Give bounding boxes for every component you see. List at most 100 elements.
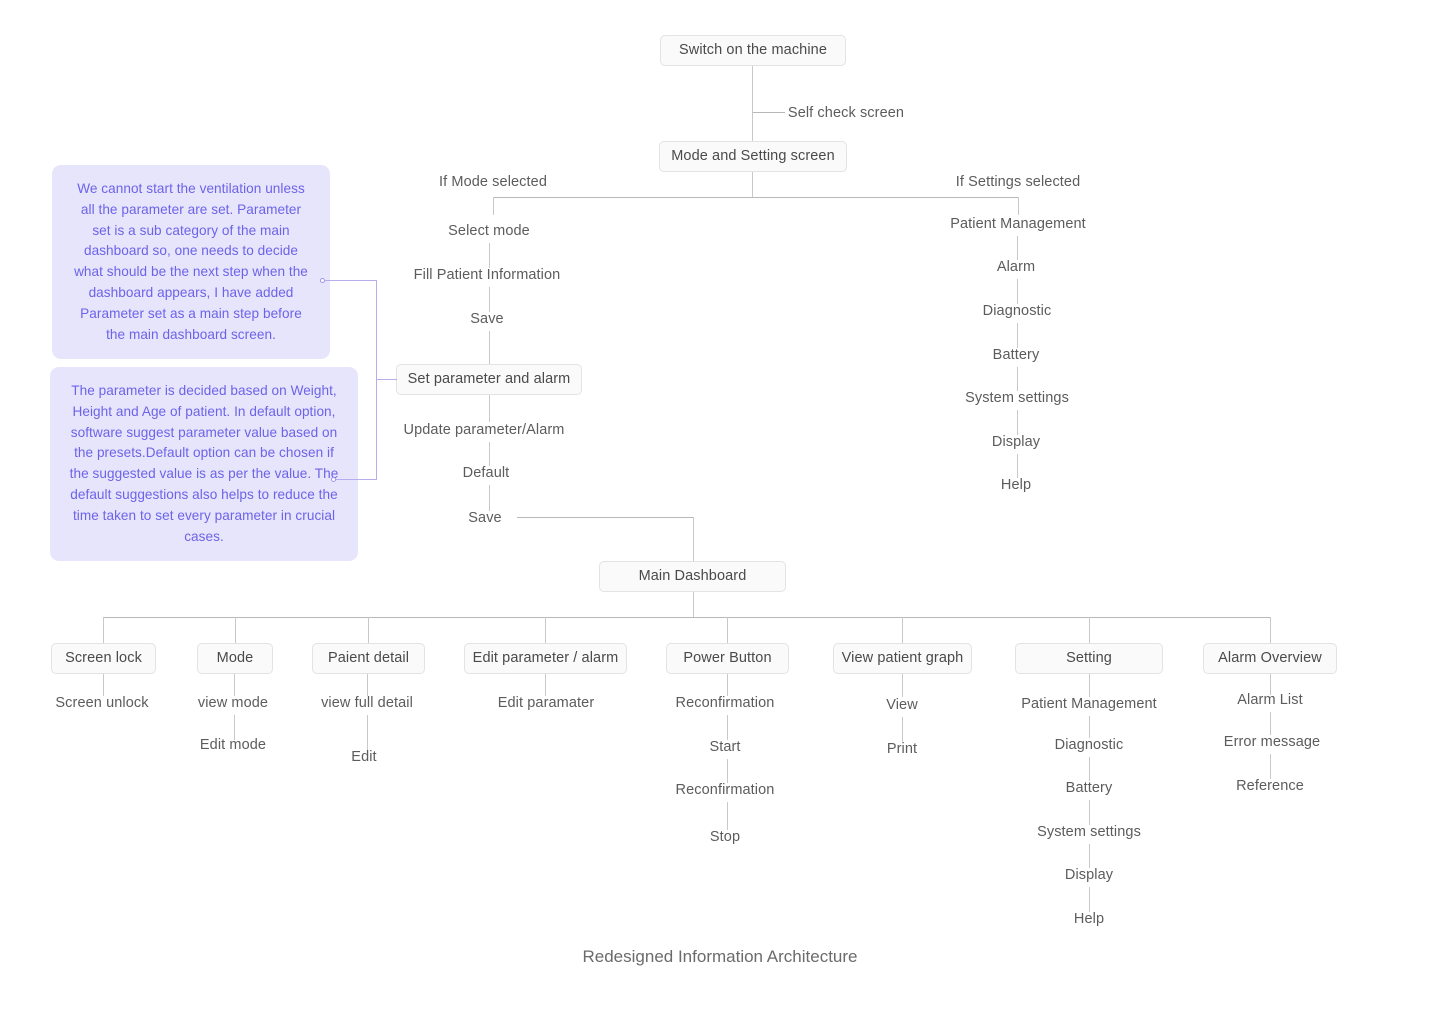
- node-mode-and-setting-screen[interactable]: Mode and Setting screen: [659, 141, 847, 172]
- connector-mode-2: [234, 715, 235, 740]
- connector-alarmoverview-3: [1270, 754, 1271, 779]
- node-view-patient-graph[interactable]: View patient graph: [833, 643, 972, 674]
- node-label: Power Button: [683, 650, 772, 667]
- connector-settings-3: [1017, 323, 1018, 348]
- note-default-presets: The parameter is decided based on Weight…: [50, 367, 358, 562]
- connector-save-to-dashboard-h: [517, 517, 694, 518]
- substep-setting-help: Help: [1073, 911, 1105, 927]
- connector-drop-mode: [235, 617, 236, 643]
- connector-paientdetail-1: [367, 674, 368, 696]
- edge-label-self-check-screen: Self check screen: [787, 105, 905, 121]
- connector-mode-1: [234, 674, 235, 696]
- node-label: Paient detail: [327, 650, 410, 667]
- edge-label-if-settings-selected: If Settings selected: [955, 174, 1081, 190]
- substep-print: Print: [886, 741, 918, 757]
- connector-setting-3: [1089, 757, 1090, 781]
- settings-step-display: Display: [991, 434, 1041, 450]
- connector-update-to-default: [489, 442, 490, 466]
- node-label: Mode: [216, 650, 254, 667]
- connector-drop-edit-parameter: [545, 617, 546, 643]
- node-main-dashboard[interactable]: Main Dashboard: [599, 561, 786, 592]
- step-update-parameter-alarm: Update parameter/Alarm: [403, 422, 565, 438]
- connector-bus-drop-left: [493, 197, 494, 215]
- substep-power-start: Start: [709, 739, 741, 755]
- connector-powerbutton-1: [727, 674, 728, 696]
- connector-drop-setting: [1089, 617, 1090, 643]
- connector-dashboard-bus: [103, 617, 1270, 618]
- note-text: We cannot start the ventilation unless a…: [74, 181, 308, 342]
- connector-save-to-setparameter: [489, 331, 490, 364]
- connector-settings-6: [1017, 454, 1018, 478]
- connector-powerbutton-4: [727, 802, 728, 830]
- notes-connector-trunk: [376, 280, 377, 480]
- step-fill-patient-information: Fill Patient Information: [413, 267, 561, 283]
- connector-setting-5: [1089, 844, 1090, 868]
- substep-error-message: Error message: [1223, 734, 1321, 750]
- connector-drop-screen-lock: [103, 617, 104, 643]
- settings-step-battery: Battery: [992, 347, 1040, 363]
- substep-reference: Reference: [1236, 778, 1304, 794]
- step-default: Default: [462, 465, 510, 481]
- node-label: Screen lock: [65, 650, 142, 667]
- connector-settings-5: [1017, 410, 1018, 435]
- connector-powerbutton-2: [727, 715, 728, 740]
- connector-modesetting-stem: [752, 172, 753, 197]
- node-screen-lock[interactable]: Screen lock: [51, 643, 156, 674]
- notes-connector-to-setparameter: [376, 379, 397, 380]
- connector-settings-2: [1017, 279, 1018, 304]
- node-label: Set parameter and alarm: [407, 371, 571, 388]
- node-setting[interactable]: Setting: [1015, 643, 1163, 674]
- connector-default-to-save: [489, 485, 490, 511]
- connector-editparameter-1: [545, 674, 546, 696]
- substep-setting-patient-management: Patient Management: [1021, 696, 1157, 712]
- diagram-caption: Redesigned Information Architecture: [582, 947, 858, 966]
- node-mode[interactable]: Mode: [197, 643, 273, 674]
- connector-drop-alarm-overview: [1270, 617, 1271, 643]
- substep-view-mode: view mode: [197, 695, 269, 711]
- settings-step-diagnostic: Diagnostic: [982, 303, 1052, 319]
- connector-selectmode-to-fillpatient: [489, 243, 490, 268]
- connector-drop-paient-detail: [368, 617, 369, 643]
- step-save-mode-branch: Save: [470, 311, 504, 327]
- connector-viewgraph-1: [902, 674, 903, 697]
- node-power-button[interactable]: Power Button: [666, 643, 789, 674]
- note-parameter-set: We cannot start the ventilation unless a…: [52, 165, 330, 360]
- note2-connector-h: [336, 479, 376, 480]
- note-text: The parameter is decided based on Weight…: [69, 383, 339, 544]
- connector-dashboard-stem: [693, 592, 694, 617]
- note1-connector-h: [325, 280, 376, 281]
- substep-view-full-detail: view full detail: [321, 695, 413, 711]
- node-set-parameter-and-alarm[interactable]: Set parameter and alarm: [396, 364, 582, 395]
- connector-setparameter-to-update: [489, 395, 490, 422]
- substep-edit-paramater: Edit paramater: [497, 695, 595, 711]
- connector-self-check-tick: [753, 112, 785, 113]
- substep-setting-display: Display: [1064, 867, 1114, 883]
- node-label: View patient graph: [841, 650, 964, 667]
- node-edit-parameter-alarm[interactable]: Edit parameter / alarm: [464, 643, 627, 674]
- connector-setting-4: [1089, 800, 1090, 825]
- substep-power-reconfirmation-1: Reconfirmation: [675, 695, 775, 711]
- node-label: Main Dashboard: [638, 568, 747, 585]
- node-label: Mode and Setting screen: [671, 148, 835, 165]
- substep-power-reconfirmation-2: Reconfirmation: [675, 782, 775, 798]
- step-select-mode: Select mode: [448, 223, 530, 239]
- node-label: Edit parameter / alarm: [472, 650, 619, 667]
- substep-screen-unlock: Screen unlock: [55, 695, 149, 711]
- connector-paientdetail-2: [367, 715, 368, 750]
- node-label: Alarm Overview: [1218, 650, 1322, 667]
- substep-power-stop: Stop: [709, 829, 741, 845]
- node-label: Setting: [1066, 650, 1112, 667]
- node-paient-detail[interactable]: Paient detail: [312, 643, 425, 674]
- connector-bus-drop-right: [1018, 197, 1019, 215]
- note1-anchor-dot: [320, 278, 325, 283]
- node-switch-on-the-machine[interactable]: Switch on the machine: [660, 35, 846, 66]
- connector-setting-2: [1089, 716, 1090, 738]
- substep-view: View: [886, 697, 918, 713]
- connector-drop-view-patient-graph: [902, 617, 903, 643]
- connector-setting-6: [1089, 887, 1090, 912]
- settings-step-help: Help: [1000, 477, 1032, 493]
- node-alarm-overview[interactable]: Alarm Overview: [1203, 643, 1337, 674]
- step-save-parameter-branch: Save: [468, 510, 502, 526]
- connector-save-to-dashboard-v: [693, 517, 694, 561]
